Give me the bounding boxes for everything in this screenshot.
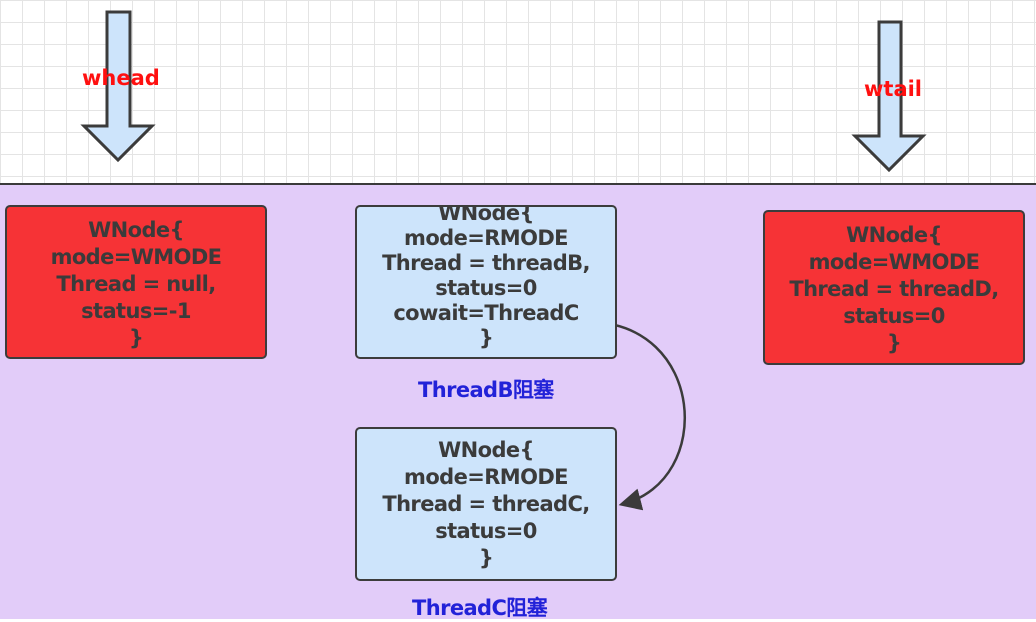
node-line: WNode{ <box>88 218 184 242</box>
node-line: mode=RMODE <box>404 226 568 250</box>
cowait-link-arrow <box>587 320 687 511</box>
tail-wnode: WNode{ mode=WMODE Thread = threadD, stat… <box>763 210 1025 365</box>
node-line: WNode{ <box>438 205 534 225</box>
grid-canvas <box>0 0 1036 183</box>
node-line: } <box>478 326 494 350</box>
node-line: WNode{ <box>438 438 534 462</box>
node-line: Thread = null, <box>56 272 216 296</box>
head-wnode: WNode{ mode=WMODE Thread = null, status=… <box>5 205 267 359</box>
thread-c-blocked-caption: ThreadC阻塞 <box>412 596 548 620</box>
node-line: } <box>128 326 144 350</box>
node-line: status=0 <box>843 304 945 328</box>
node-line: mode=WMODE <box>50 245 222 269</box>
node-line: WNode{ <box>846 223 942 247</box>
node-line: cowait=ThreadC <box>393 301 579 325</box>
node-line: Thread = threadC, <box>382 492 590 516</box>
node-line: status=0 <box>435 519 537 543</box>
head-pointer-label: whead <box>82 66 160 90</box>
head-pointer-arrow <box>80 10 156 163</box>
thread-b-blocked-caption: ThreadB阻塞 <box>418 378 554 402</box>
thread-b-wnode: WNode{ mode=RMODE Thread = threadB, stat… <box>355 205 617 359</box>
node-line: mode=WMODE <box>808 250 980 274</box>
node-line: status=-1 <box>81 299 191 323</box>
tail-pointer-label: wtail <box>864 77 923 101</box>
node-line: mode=RMODE <box>404 465 568 489</box>
thread-c-wnode: WNode{ mode=RMODE Thread = threadC, stat… <box>355 427 617 581</box>
node-line: Thread = threadB, <box>382 251 590 275</box>
node-line: } <box>478 546 494 570</box>
node-line: Thread = threadD, <box>789 277 999 301</box>
node-line: status=0 <box>435 276 537 300</box>
node-line: } <box>886 331 902 355</box>
tail-pointer-arrow <box>851 20 927 173</box>
